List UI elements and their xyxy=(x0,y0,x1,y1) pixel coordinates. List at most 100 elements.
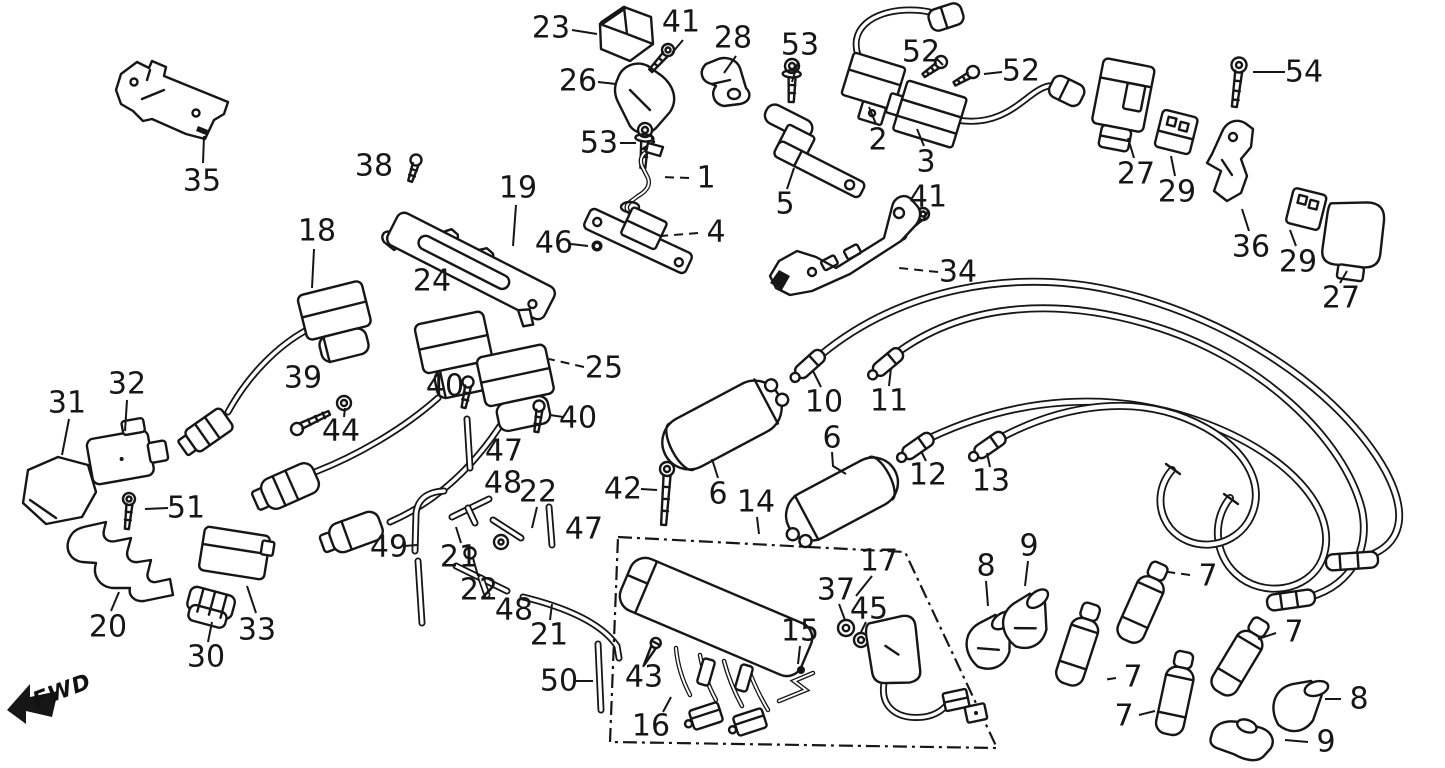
part-number-11-50: 11 xyxy=(870,384,908,419)
callout-leader-41-21 xyxy=(922,210,929,222)
coil-24-connector xyxy=(250,461,321,511)
plug-cap-7-3-drawing xyxy=(1054,601,1102,687)
wire-end-boot-b-drawing xyxy=(1265,588,1317,612)
part-callout-42-48: 42 xyxy=(604,472,658,507)
part-number-54-23: 54 xyxy=(1285,55,1323,90)
callout-leader-6-52 xyxy=(711,458,719,479)
part-number-52-20: 52 xyxy=(1002,54,1040,89)
part-number-3-18: 3 xyxy=(916,145,935,180)
part-number-26-10: 26 xyxy=(559,64,597,99)
bolt-38-drawing xyxy=(407,153,423,184)
callout-leader-37-57 xyxy=(838,603,846,621)
part-number-1-12: 1 xyxy=(696,161,715,196)
coil-24-lead-wire-core xyxy=(313,396,440,474)
coil-25-lead-wire-core xyxy=(388,424,502,524)
part-number-6-52: 6 xyxy=(708,477,727,512)
plug-wire-10-core xyxy=(819,279,1402,563)
part-callout-49-38: 49 xyxy=(370,530,418,565)
plug-lug-2 xyxy=(727,707,768,737)
part-number-40-33: 40 xyxy=(559,401,597,436)
part-callout-21-39: 21 xyxy=(440,526,478,575)
part-callout-7-65: 7 xyxy=(1114,699,1156,734)
part-callout-9-69: 9 xyxy=(1284,725,1336,760)
callout-leader-45-58 xyxy=(860,621,867,633)
tube-21a-core xyxy=(416,559,424,625)
callout-leader-31-29 xyxy=(61,418,70,456)
wire-boot-right-drawing xyxy=(1047,74,1086,108)
part-number-22-44: 22 xyxy=(460,573,498,608)
callout-leader-32-30 xyxy=(124,399,128,432)
sensor-3-drawing xyxy=(884,79,968,149)
bolt-41a-drawing xyxy=(647,42,676,74)
part-number-27-28: 27 xyxy=(1322,281,1360,316)
hose-cluster-drawing xyxy=(411,415,623,714)
part-number-17-56: 17 xyxy=(860,544,898,579)
fwd-arrow-icon xyxy=(7,684,58,724)
part-callout-38-1: 38 xyxy=(355,149,393,184)
fwd-marker: FWD xyxy=(7,669,95,724)
bolt-54-drawing xyxy=(1230,56,1248,109)
callout-leader-11-50 xyxy=(888,367,892,387)
part-number-49-38: 49 xyxy=(370,530,408,565)
callout-leader-46-14 xyxy=(570,243,589,247)
wire-to-boot-right-core xyxy=(955,83,1062,123)
part-callout-45-58: 45 xyxy=(850,592,888,633)
bolt-40a-drawing xyxy=(460,375,475,410)
clip-15-drawing xyxy=(776,666,816,704)
part-number-28-9: 28 xyxy=(714,21,752,56)
part-callout-1-12: 1 xyxy=(661,161,716,196)
callout-leader-53-15 xyxy=(791,61,799,83)
part-callout-13-54: 13 xyxy=(972,452,1010,499)
callout-leader-40-33 xyxy=(549,414,564,418)
callout-leader-20-35 xyxy=(110,591,120,612)
stay-5-drawing xyxy=(763,103,866,199)
part-number-47-43: 47 xyxy=(565,512,603,547)
part-callout-4-13: 4 xyxy=(660,215,726,250)
wire-terminal-10-drawing xyxy=(789,348,827,384)
callout-leader-41-8 xyxy=(671,39,684,54)
part-number-8-66: 8 xyxy=(976,549,995,584)
callout-leader-7-64 xyxy=(1102,677,1117,681)
part-callout-29-25: 29 xyxy=(1158,155,1196,210)
part-number-4-13: 4 xyxy=(706,215,725,250)
tube-50-core xyxy=(596,642,603,712)
connector-29a-drawing xyxy=(1153,108,1199,156)
part-number-41-21: 41 xyxy=(909,180,947,215)
callout-leader-9-67 xyxy=(1024,560,1029,587)
part-callout-34-22: 34 xyxy=(898,255,977,290)
part-callout-51-34: 51 xyxy=(144,491,205,526)
callout-leader-36-26 xyxy=(1241,208,1250,232)
tube-47a-core xyxy=(465,417,472,470)
part-callout-6-51: 6 xyxy=(822,421,847,475)
callout-leader-14-55 xyxy=(756,516,760,535)
part-callout-44-31: 44 xyxy=(322,407,360,449)
part-number-34-22: 34 xyxy=(939,255,977,290)
part-number-30-37: 30 xyxy=(187,640,225,675)
part-callout-54-23: 54 xyxy=(1253,55,1323,90)
part-callout-3-18: 3 xyxy=(916,128,936,180)
part-number-51-34: 51 xyxy=(167,491,205,526)
callout-leader-13-54 xyxy=(986,452,991,468)
bracket-35-drawing xyxy=(114,59,230,141)
bolt-44-drawing xyxy=(289,409,332,437)
part-callout-24-4: 24 xyxy=(413,264,451,299)
clamp-ring-22a xyxy=(492,533,510,551)
grommet-46-drawing xyxy=(591,240,603,252)
part-callout-37-57: 37 xyxy=(817,573,855,621)
part-callout-8-66: 8 xyxy=(976,549,996,607)
ignition-coil-24-drawing xyxy=(250,310,493,511)
part-number-5-16: 5 xyxy=(775,187,794,222)
part-number-25-6: 25 xyxy=(585,351,623,386)
tube-core xyxy=(778,672,814,702)
callout-leader-3-18 xyxy=(916,128,925,147)
tube-47b-core xyxy=(547,505,554,547)
callout-leader-52-20 xyxy=(983,71,1003,75)
callout-leader-7-62 xyxy=(1167,571,1191,576)
boot-8b-drawing xyxy=(1272,679,1330,733)
bolt-51-drawing xyxy=(121,491,137,531)
callout-leader-21-46 xyxy=(549,603,553,621)
callout-leader-7-63 xyxy=(1257,632,1277,640)
part-number-24-4: 24 xyxy=(413,264,451,299)
callout-leader-42-48 xyxy=(640,488,658,491)
